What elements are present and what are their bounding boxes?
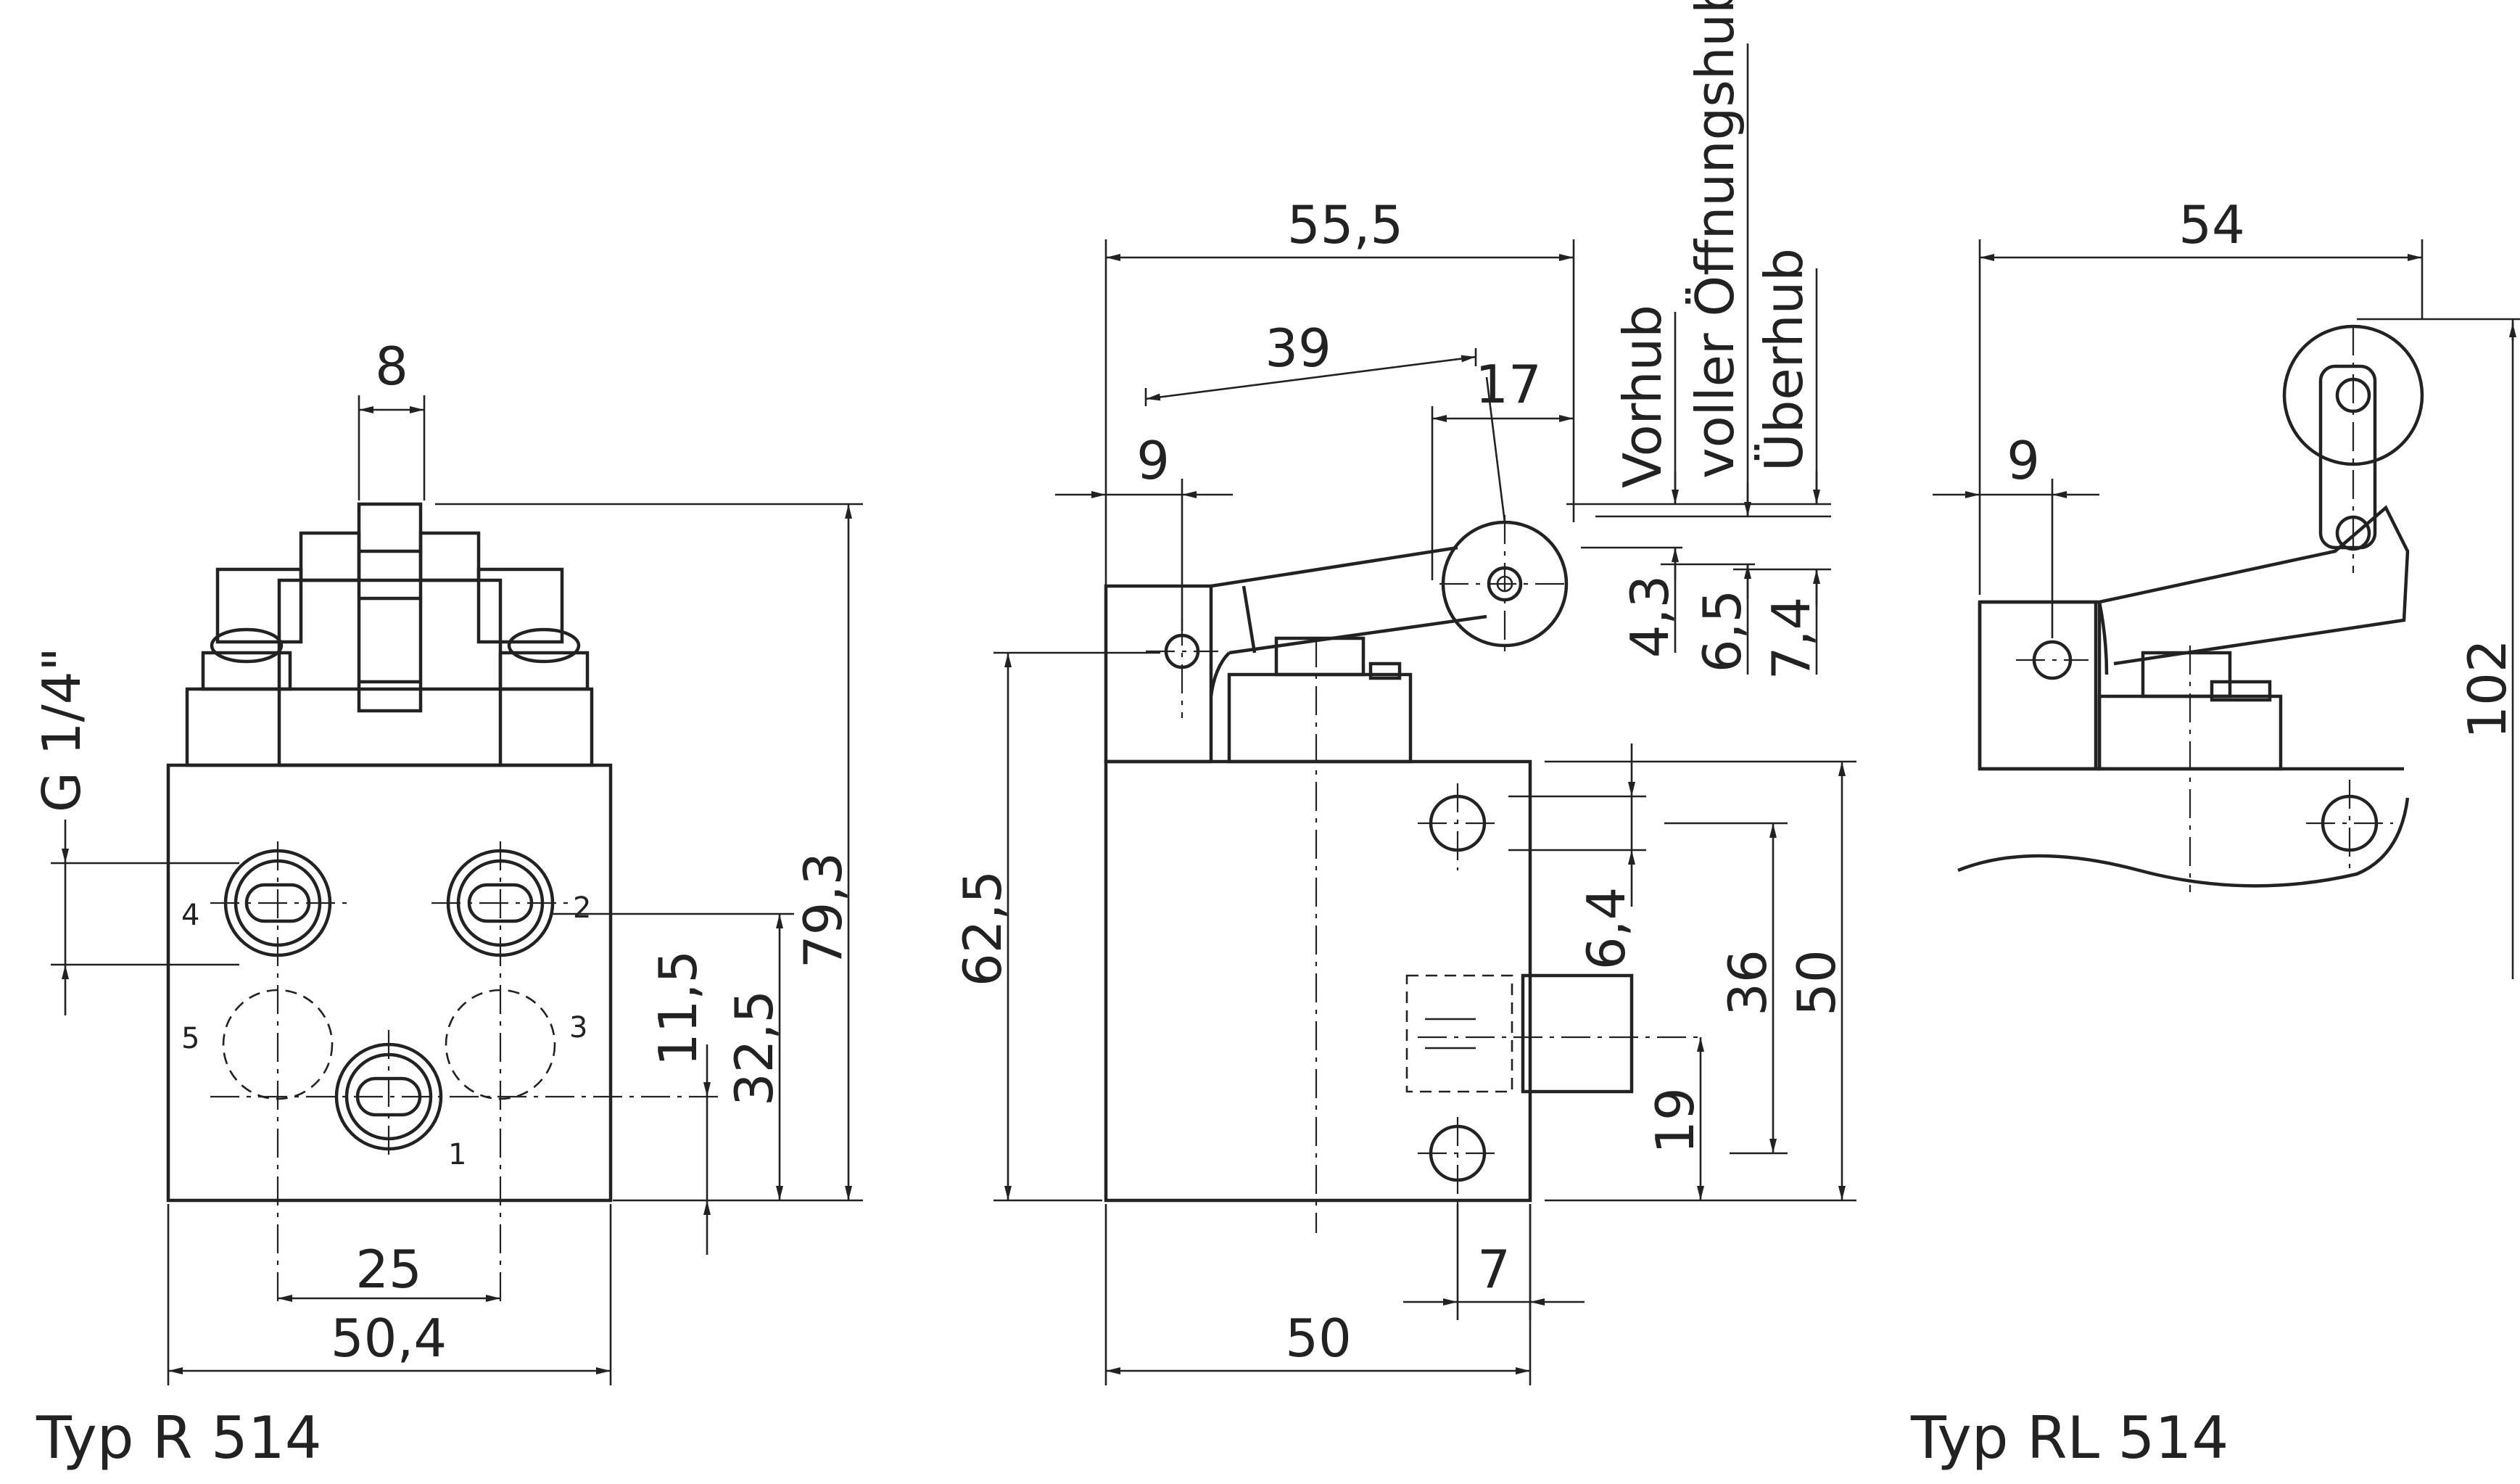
- dim-offset: 7: [1477, 1239, 1511, 1300]
- dim-rl-height: 102: [2457, 639, 2518, 738]
- dim-height: 62,5: [952, 870, 1013, 986]
- dim-height-port1: 11,5: [648, 950, 709, 1066]
- view-rl514: 54 9 102 Typ RL 514: [1910, 194, 2520, 1472]
- dim-roller: 17: [1475, 354, 1542, 415]
- dim-full-stroke: 6,5: [1692, 590, 1753, 673]
- caption-rl514: Typ RL 514: [1910, 1404, 2228, 1472]
- port-label-1: 1: [448, 1138, 466, 1171]
- dim-width: 50,4: [331, 1308, 447, 1369]
- view-r514: 4 2 5 3 1 8 G 1/4" 79,3 32,5 11,5 25: [31, 336, 863, 1472]
- dim-width-body: 50: [1285, 1308, 1352, 1369]
- dim-thread: G 1/4": [31, 647, 92, 812]
- label-over-stroke: Überhub: [1753, 248, 1814, 471]
- view-side: 55,5 39 17 9 62,5 6,4 36: [952, 0, 1856, 1385]
- port-label-2: 2: [573, 891, 591, 925]
- dim-height-total: 79,3: [793, 852, 854, 968]
- dim-hole-dia: 6,4: [1576, 887, 1637, 970]
- dim-over-stroke: 7,4: [1761, 597, 1822, 680]
- port-label-5: 5: [181, 1022, 199, 1055]
- dim-pivot: 9: [1136, 430, 1170, 491]
- dim-rl-pivot: 9: [2007, 430, 2040, 491]
- label-full-stroke: voller Öffnungshub: [1685, 0, 1746, 479]
- dim-rl-width: 54: [2178, 194, 2245, 255]
- port-label-3: 3: [569, 1011, 587, 1044]
- port-label-4: 4: [181, 899, 199, 932]
- dim-height-port: 32,5: [724, 990, 785, 1106]
- label-pre-stroke: Vorhub: [1612, 305, 1673, 488]
- dim-pre-stroke: 4,3: [1619, 575, 1680, 659]
- dim-outlet: 19: [1645, 1087, 1706, 1154]
- dim-spacing: 25: [355, 1239, 422, 1300]
- caption-r514: Typ R 514: [36, 1404, 322, 1472]
- dim-lever: 39: [1265, 318, 1331, 379]
- dim-hole-spacing: 36: [1717, 949, 1778, 1016]
- dim-top-width: 8: [375, 336, 408, 397]
- dim-width-total: 55,5: [1287, 194, 1403, 255]
- dim-height-body: 50: [1786, 949, 1847, 1016]
